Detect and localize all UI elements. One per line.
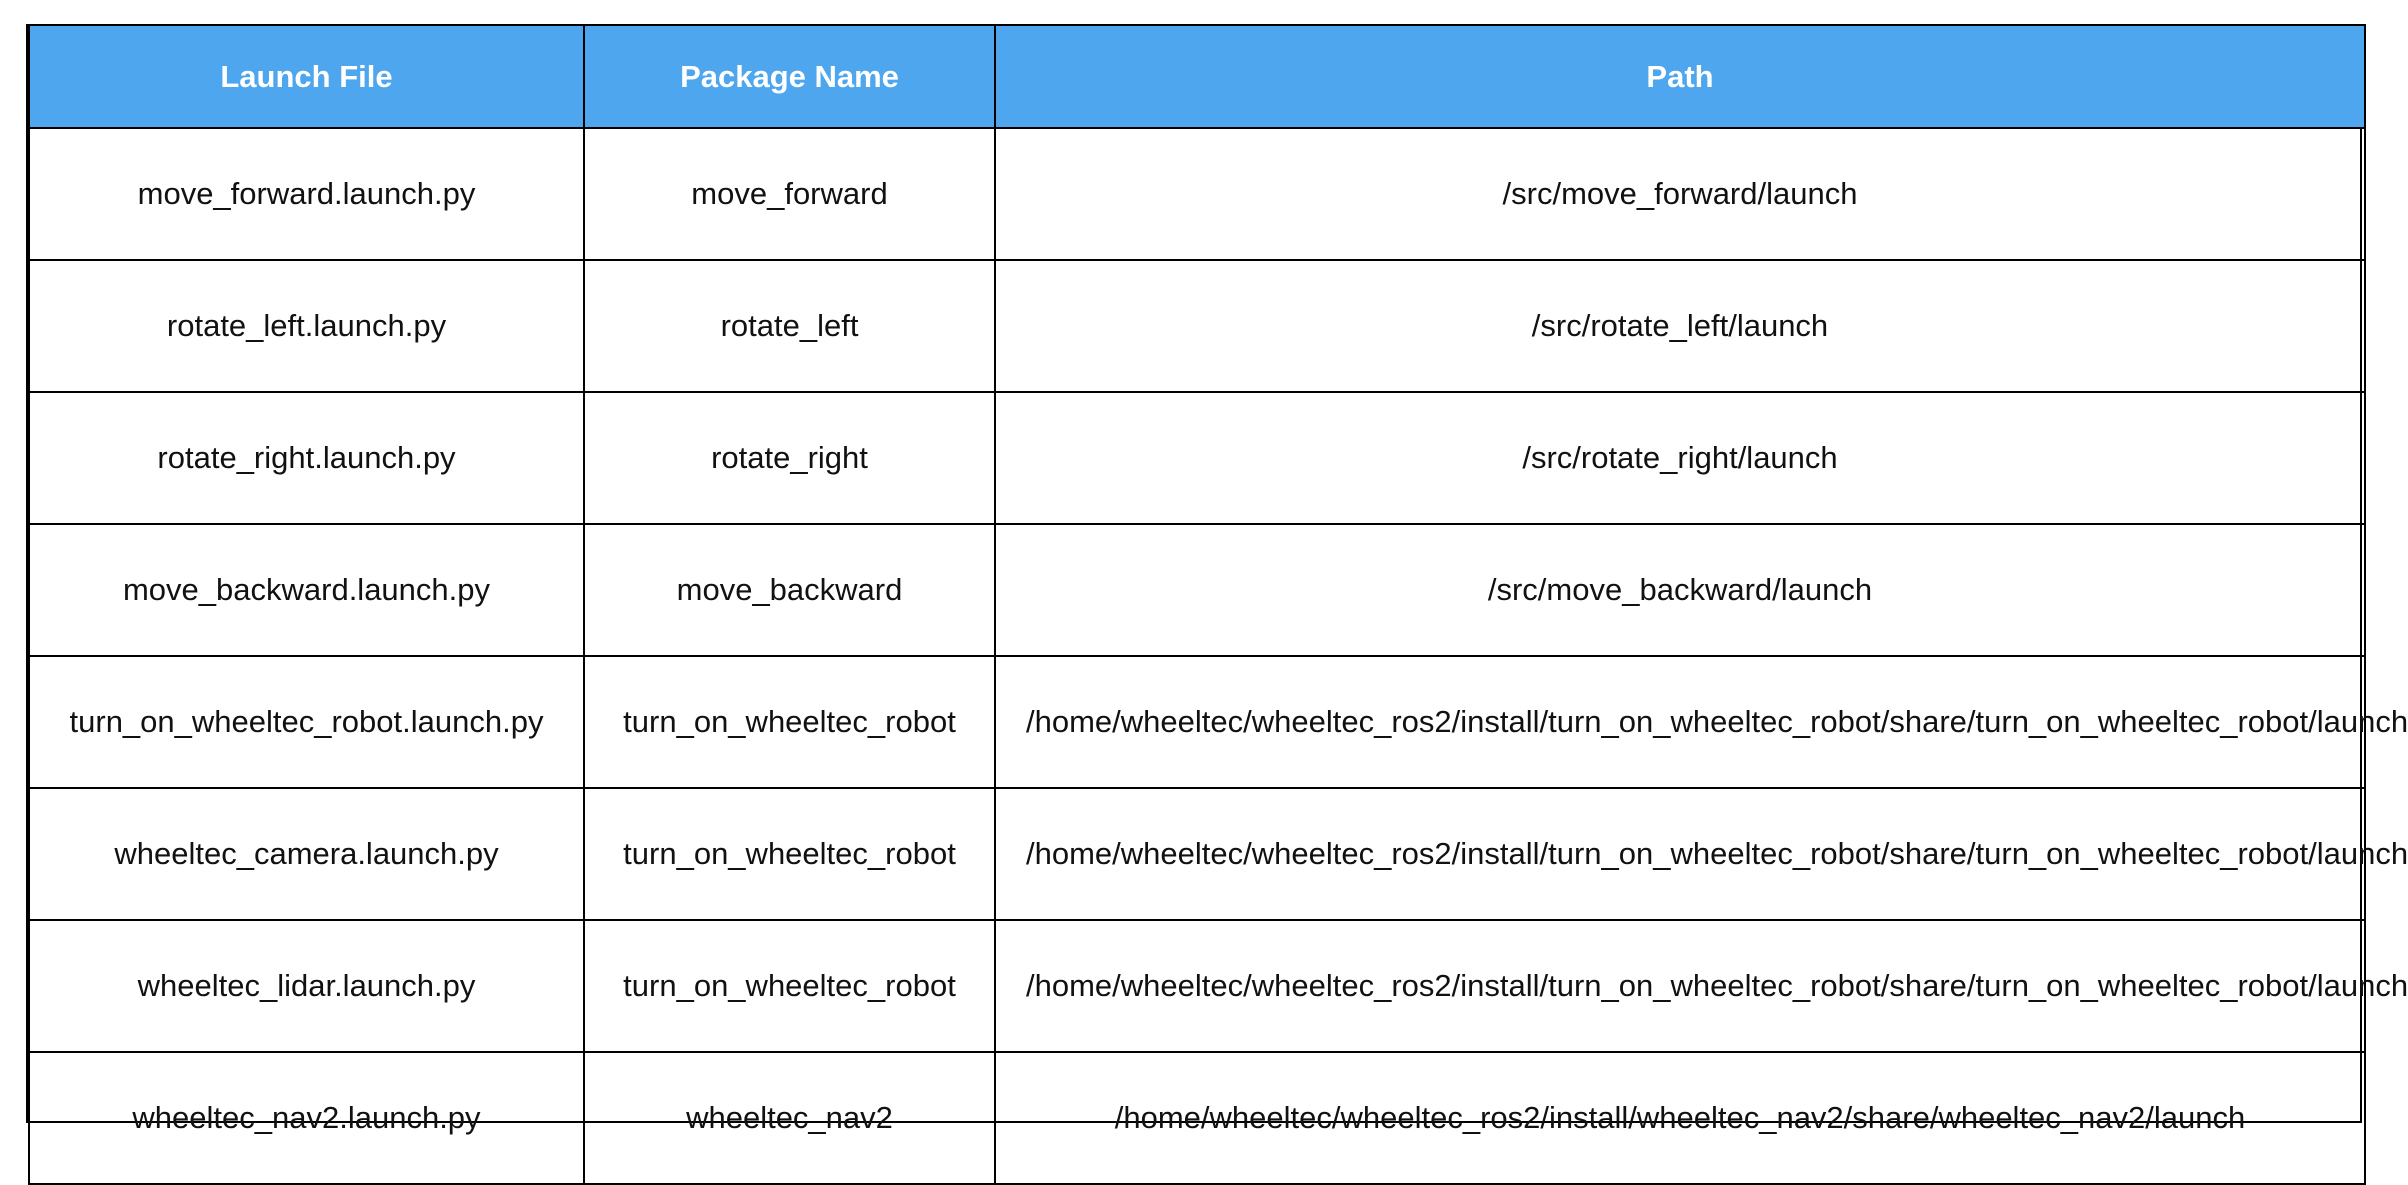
table-row: turn_on_wheeltec_robot.launch.py turn_on… xyxy=(28,655,2408,789)
table-row: wheeltec_camera.launch.py turn_on_wheelt… xyxy=(28,787,2408,921)
column-header-path[interactable]: Path xyxy=(994,24,2366,129)
cell-path: /home/wheeltec/wheeltec_ros2/install/tur… xyxy=(994,919,2408,1053)
cell-launch-file: turn_on_wheeltec_robot.launch.py xyxy=(28,655,585,789)
table-row: rotate_left.launch.py rotate_left /src/r… xyxy=(28,259,2366,393)
table-row: move_backward.launch.py move_backward /s… xyxy=(28,523,2366,657)
cell-launch-file: rotate_right.launch.py xyxy=(28,391,585,525)
cell-path: /src/move_backward/launch xyxy=(994,523,2366,657)
cell-path: /home/wheeltec/wheeltec_ros2/install/tur… xyxy=(994,655,2408,789)
cell-package-name: turn_on_wheeltec_robot xyxy=(583,655,996,789)
table-row: move_forward.launch.py move_forward /src… xyxy=(28,127,2366,261)
cell-launch-file: wheeltec_nav2.launch.py xyxy=(28,1051,585,1185)
cell-path: /src/move_forward/launch xyxy=(994,127,2366,261)
cell-package-name: move_backward xyxy=(583,523,996,657)
cell-launch-file: wheeltec_lidar.launch.py xyxy=(28,919,585,1053)
cell-package-name: rotate_left xyxy=(583,259,996,393)
cell-package-name: turn_on_wheeltec_robot xyxy=(583,919,996,1053)
launch-files-table: Launch File Package Name Path move_forwa… xyxy=(28,24,2408,1185)
cell-package-name: rotate_right xyxy=(583,391,996,525)
cell-package-name: turn_on_wheeltec_robot xyxy=(583,787,996,921)
cell-launch-file: rotate_left.launch.py xyxy=(28,259,585,393)
column-header-package-name[interactable]: Package Name xyxy=(583,24,996,129)
cell-path: /src/rotate_right/launch xyxy=(994,391,2366,525)
table-header-row: Launch File Package Name Path xyxy=(28,24,2366,129)
column-header-launch-file[interactable]: Launch File xyxy=(28,24,585,129)
cell-path: /home/wheeltec/wheeltec_ros2/install/whe… xyxy=(994,1051,2366,1185)
cell-path: /home/wheeltec/wheeltec_ros2/install/tur… xyxy=(994,787,2408,921)
cell-launch-file: wheeltec_camera.launch.py xyxy=(28,787,585,921)
table-row: wheeltec_nav2.launch.py wheeltec_nav2 /h… xyxy=(28,1051,2366,1185)
launch-files-table-viewport: Launch File Package Name Path move_forwa… xyxy=(26,24,2408,1185)
cell-launch-file: move_forward.launch.py xyxy=(28,127,585,261)
table-row: rotate_right.launch.py rotate_right /src… xyxy=(28,391,2366,525)
cell-package-name: wheeltec_nav2 xyxy=(583,1051,996,1185)
cell-launch-file: move_backward.launch.py xyxy=(28,523,585,657)
cell-path: /src/rotate_left/launch xyxy=(994,259,2366,393)
cell-package-name: move_forward xyxy=(583,127,996,261)
table-row: wheeltec_lidar.launch.py turn_on_wheelte… xyxy=(28,919,2408,1053)
